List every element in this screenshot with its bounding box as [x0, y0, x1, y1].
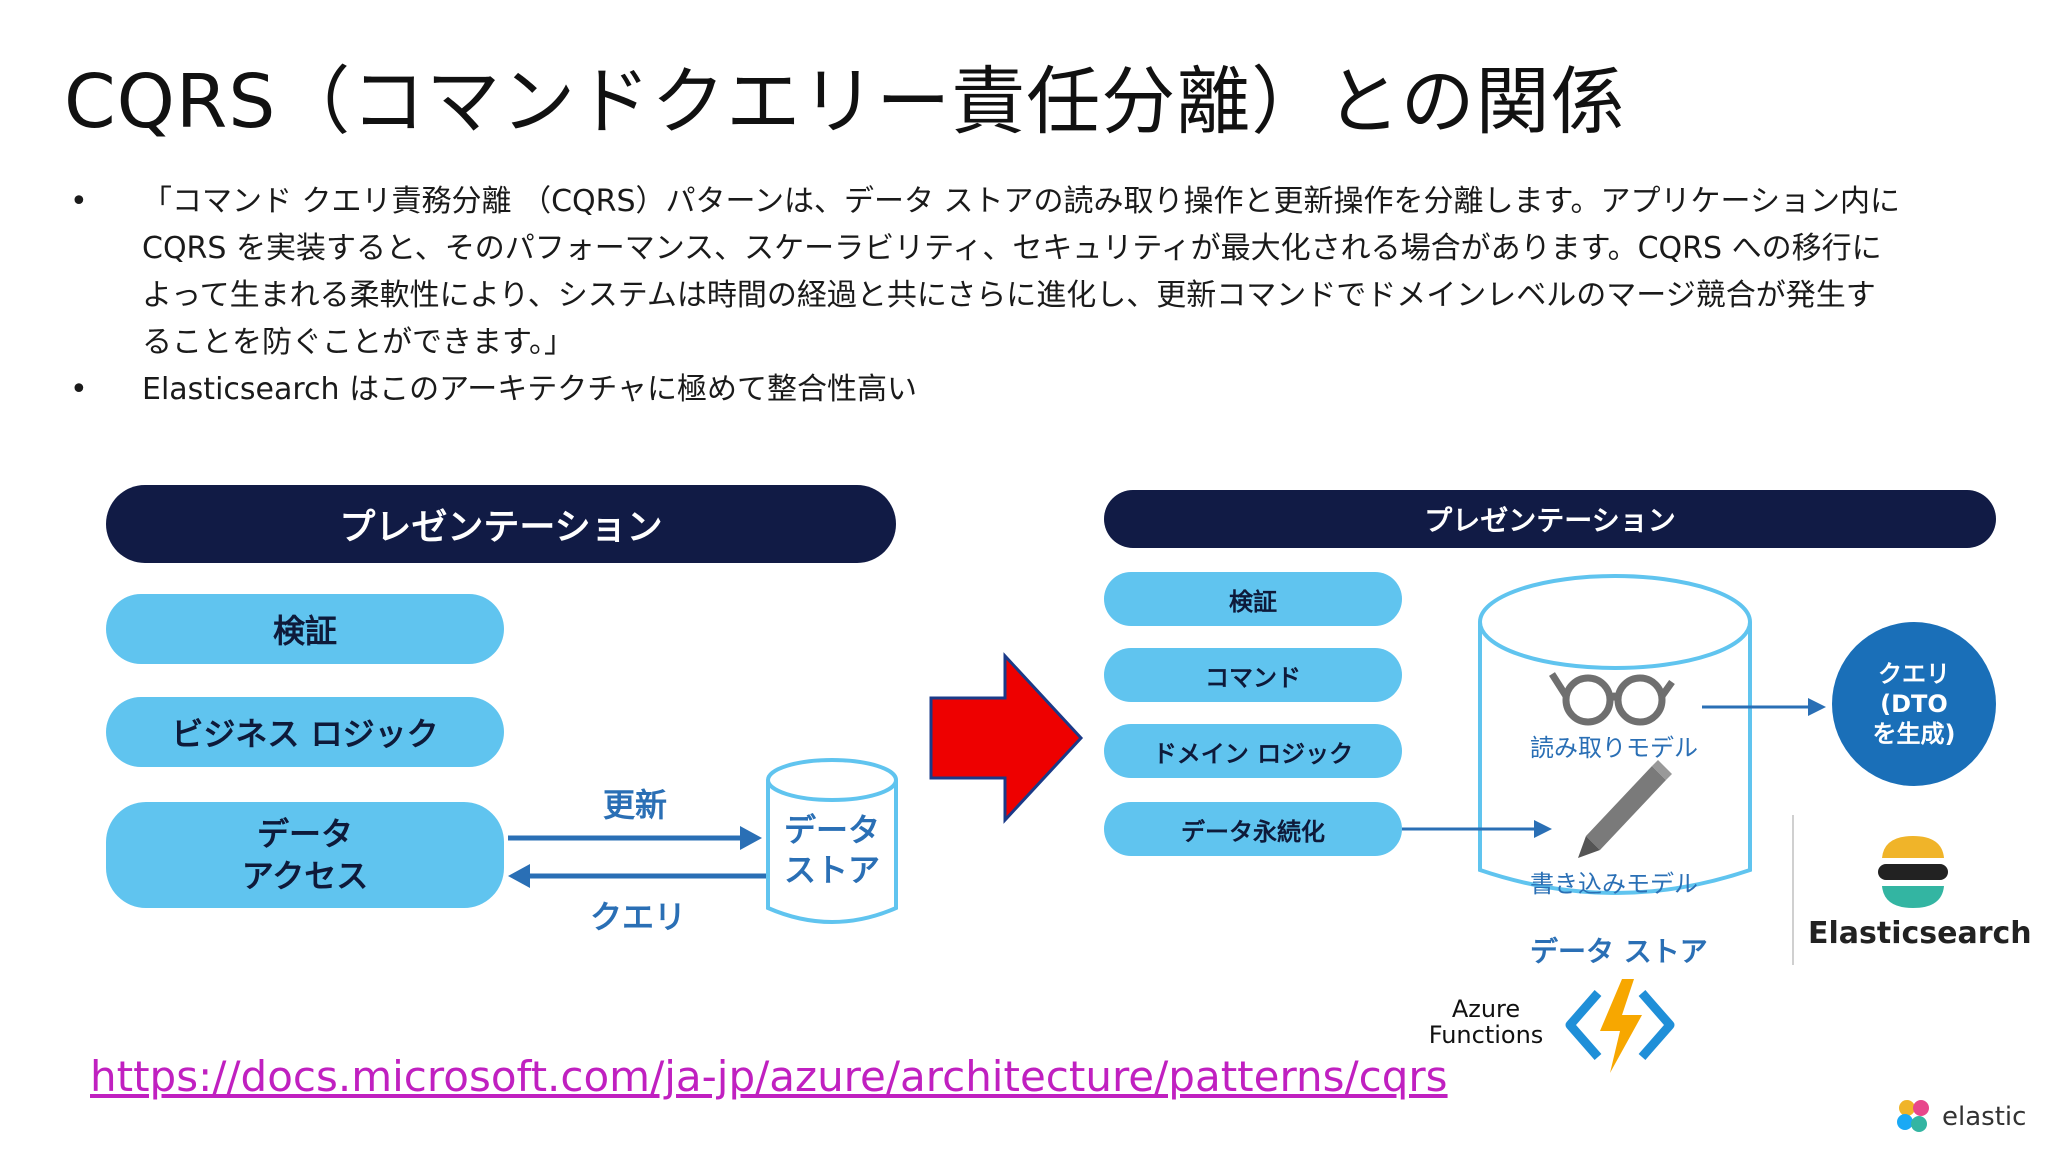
glasses-icon	[1549, 672, 1675, 726]
pencil-icon	[1578, 760, 1672, 858]
bullet-item: • 「コマンド クエリ責務分離 （CQRS）パターンは、データ ストアの読み取り…	[70, 178, 1900, 366]
right-data-store-label: データ ストア	[1530, 935, 1708, 968]
right-command-pill: コマンド	[1104, 648, 1402, 702]
elastic-logo-icon	[1897, 1100, 1929, 1132]
read-query-arrowhead	[1808, 698, 1826, 716]
query-dto-circle: クエリ (DTO を生成)	[1832, 622, 1996, 786]
read-model-label: 読み取りモデル	[1530, 734, 1698, 762]
right-presentation-bar: プレゼンテーション	[1104, 490, 1996, 548]
slide-title: CQRS（コマンドクエリー責任分離）との関係	[64, 59, 1626, 145]
query-arrowhead	[508, 864, 530, 888]
bullet-list: • 「コマンド クエリ責務分離 （CQRS）パターンは、データ ストアの読み取り…	[70, 178, 1900, 413]
left-data-access-pill: データ アクセス	[106, 802, 504, 908]
left-presentation-bar: プレゼンテーション	[106, 485, 896, 563]
right-presentation-label: プレゼンテーション	[1424, 504, 1676, 537]
right-persistence-label: データ永続化	[1181, 817, 1325, 846]
left-data-store-label: データ ストア	[783, 811, 880, 889]
reference-link[interactable]: https://docs.microsoft.com/ja-jp/azure/a…	[90, 1052, 1448, 1101]
elasticsearch-logo-icon	[1878, 836, 1948, 908]
bullet-text: 「コマンド クエリ責務分離 （CQRS）パターンは、データ ストアの読み取り操作…	[142, 184, 1900, 360]
left-flow-graphic	[508, 758, 898, 924]
bullet-item: • Elasticsearch はこのアーキテクチャに極めて整合性高い	[70, 366, 1900, 413]
bullet-marker: •	[70, 184, 88, 219]
right-flow-graphic	[1402, 574, 1826, 895]
right-data-store-cylinder	[1478, 574, 1752, 895]
azure-functions-icon	[1565, 979, 1675, 1073]
right-command-label: コマンド	[1205, 663, 1301, 692]
update-label: 更新	[602, 786, 667, 824]
right-persistence-pill: データ永続化	[1104, 802, 1402, 856]
left-validation-pill: 検証	[106, 594, 504, 664]
update-arrowhead	[740, 826, 762, 850]
right-validation-label: 検証	[1229, 587, 1277, 616]
azure-functions-label: Azure Functions	[1428, 995, 1544, 1049]
elastic-brand-label: elastic	[1942, 1102, 2027, 1132]
left-business-logic-label: ビジネス ロジック	[171, 715, 439, 753]
left-data-access-label: データ アクセス	[241, 815, 369, 895]
bullet-marker: •	[70, 372, 88, 407]
left-validation-label: 検証	[272, 612, 337, 650]
elasticsearch-label: Elasticsearch	[1808, 916, 2032, 951]
right-domain-logic-pill: ドメイン ロジック	[1104, 724, 1402, 778]
bullet-text: Elasticsearch はこのアーキテクチャに極めて整合性高い	[142, 372, 917, 407]
right-validation-pill: 検証	[1104, 572, 1402, 626]
red-right-arrow-icon	[929, 652, 1084, 824]
query-label: クエリ	[590, 898, 687, 936]
vertical-divider	[1792, 815, 1794, 965]
right-domain-logic-label: ドメイン ロジック	[1152, 739, 1354, 768]
left-business-logic-pill: ビジネス ロジック	[106, 697, 504, 767]
write-model-label: 書き込みモデル	[1530, 870, 1698, 898]
left-presentation-label: プレゼンテーション	[339, 507, 663, 548]
query-dto-label: クエリ (DTO を生成)	[1872, 660, 1956, 748]
left-data-store-cylinder	[766, 758, 898, 924]
persistence-arrowhead	[1534, 820, 1552, 838]
